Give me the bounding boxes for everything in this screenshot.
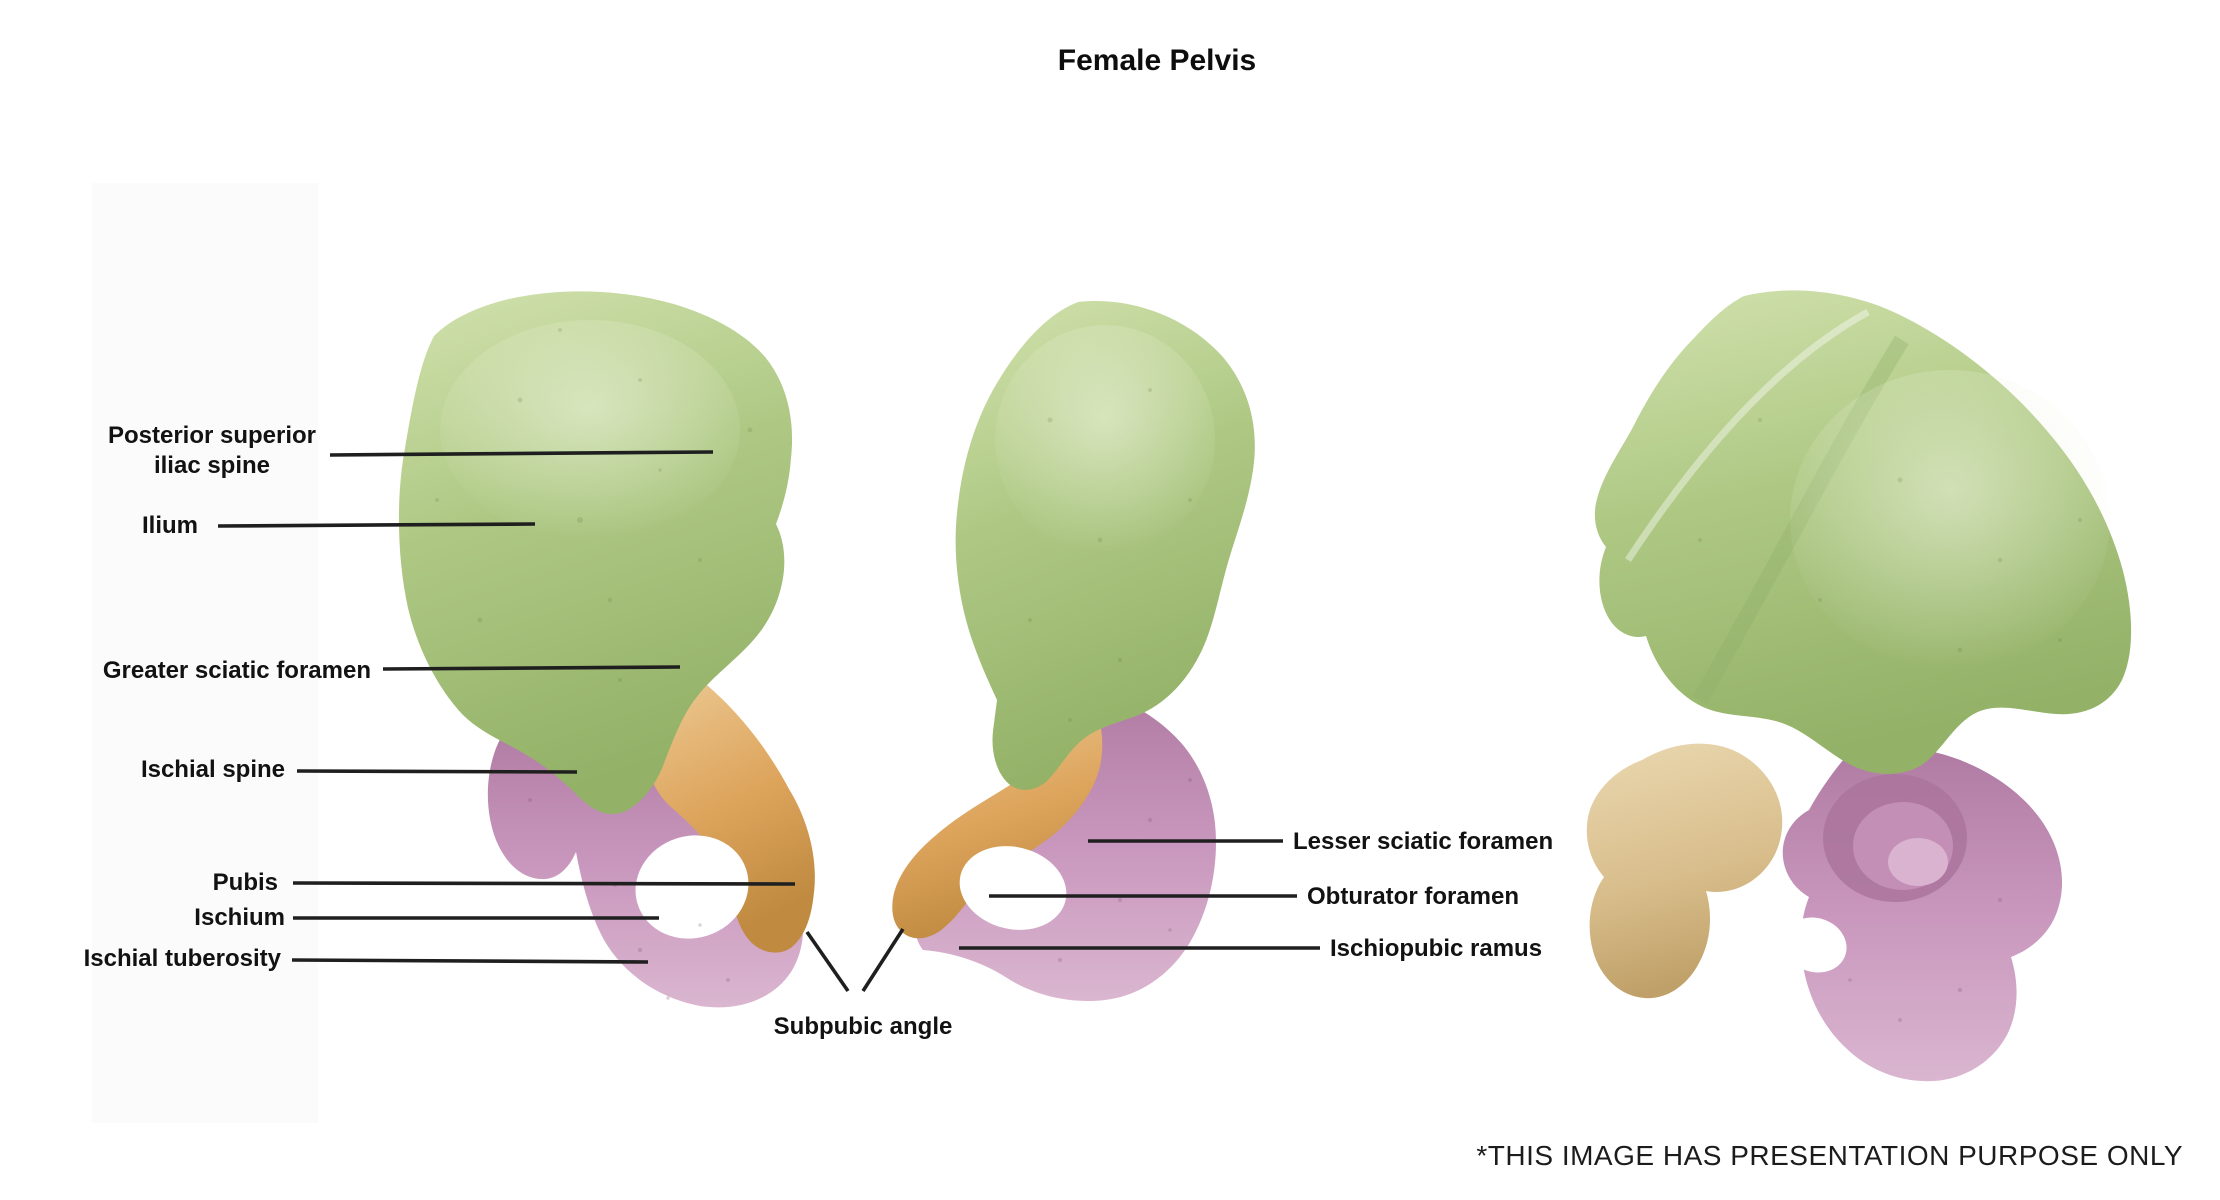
page-title: Female Pelvis [1057,44,1257,77]
leader-posterior-superior-iliac-spine [329,450,714,457]
label-ischial-tuberosity: Ischial tuberosity [83,945,281,972]
leader-ilium [217,522,536,528]
bone2-speckles [1028,388,1192,722]
bone1-obturator-foramen [635,835,749,939]
bone1-speckles [435,328,753,682]
bone3-speckles [1698,418,2082,653]
label-ischiopubic-ramus: Ischiopubic ramus [1330,935,1543,962]
hip-bone-lateral-view [398,291,815,1008]
hip-bone-oblique-view [1586,290,2132,1082]
leader-subpubic-angle-left [805,930,850,993]
bone2-obturator-foramen [959,846,1067,930]
bone3-crest-fold [1625,308,1870,562]
disclaimer-text: *THIS IMAGE HAS PRESENTATION PURPOSE ONL… [1476,1140,2183,1171]
label-obturator-foramen: Obturator foramen [1307,883,1520,910]
label-pubis: Pubis [212,869,278,896]
label-ischial-spine: Ischial spine [140,756,285,783]
leader-lines [217,450,1320,993]
leader-ischial-spine [296,769,578,774]
label-lesser-sciatic-foramen: Lesser sciatic foramen [1293,828,1554,855]
leader-ischial-tuberosity [291,958,649,964]
hip-bone-medial-view [892,301,1255,1002]
left-gray-panel [92,183,318,1123]
leader-pubis [292,881,796,886]
label-greater-sciatic-foramen: Greater sciatic foramen [102,657,371,684]
label-ilium: Ilium [141,512,198,539]
bone3-pink-speckles [1848,898,2002,1022]
label-ischium: Ischium [194,904,285,931]
label-posterior-superior-iliac-spine: Posterior superior iliac spine [107,422,317,479]
bone3-acetabulum-highlight [1888,838,1948,886]
leader-subpubic-angle-right [861,928,905,992]
bone3-highlight [1790,370,2110,670]
bone3-pubis-region [1586,743,1783,999]
leader-greater-sciatic-foramen [382,665,681,671]
bone2-highlight [995,325,1215,555]
bone1-highlight [440,320,740,540]
label-subpubic-angle: Subpubic angle [773,1013,953,1040]
bone3-obturator-foramen [1783,917,1847,973]
bone2-pink-speckles [1058,778,1192,962]
